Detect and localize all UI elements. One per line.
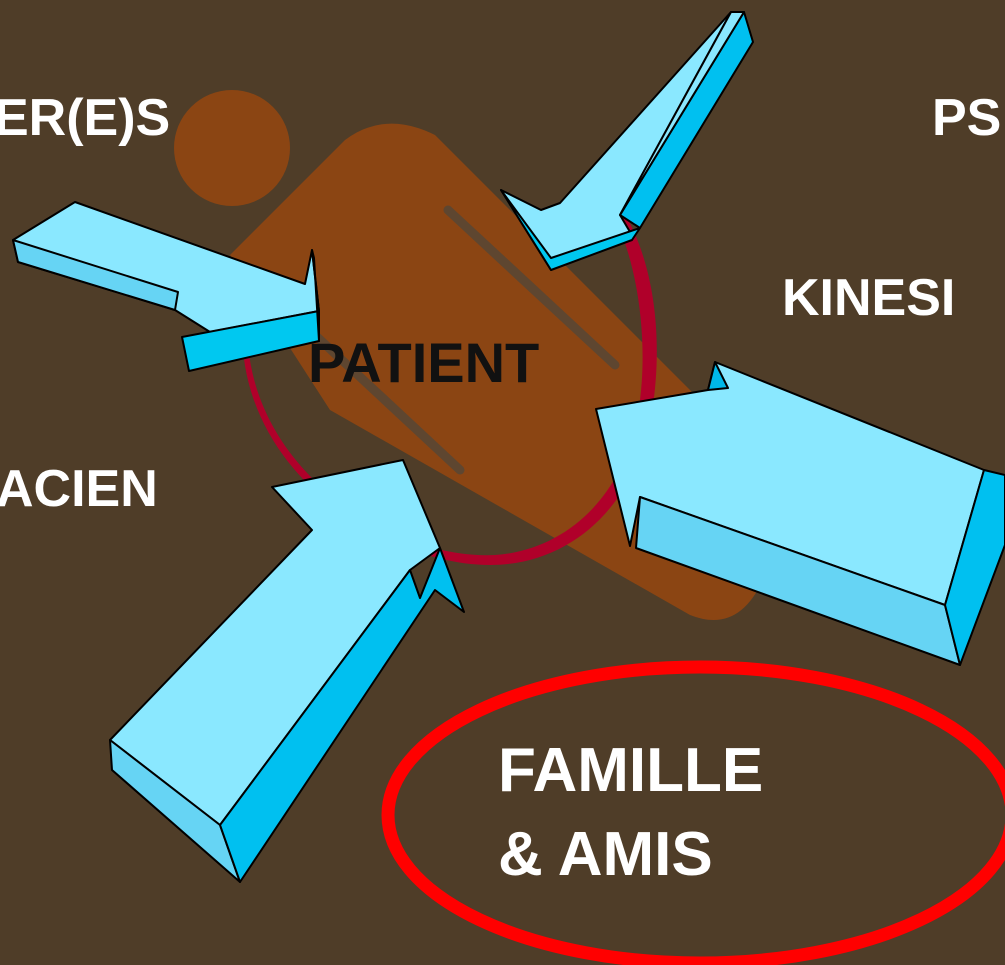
label-amis: & AMIS xyxy=(498,824,713,886)
arrow-bottom-left-icon xyxy=(110,460,464,882)
arrow-top-icon xyxy=(501,12,753,270)
label-patient: PATIENT xyxy=(308,335,539,391)
arrow-right-icon xyxy=(596,362,1005,665)
label-pharmacien: ACIEN xyxy=(0,463,158,515)
label-famille: FAMILLE xyxy=(498,740,763,802)
label-kinesitherapeute: KINESI xyxy=(782,272,955,324)
label-infirmiers: ER(E)S xyxy=(0,92,170,144)
label-psychologue: PS xyxy=(932,92,1001,144)
famille-highlight-ellipse xyxy=(388,667,1005,963)
